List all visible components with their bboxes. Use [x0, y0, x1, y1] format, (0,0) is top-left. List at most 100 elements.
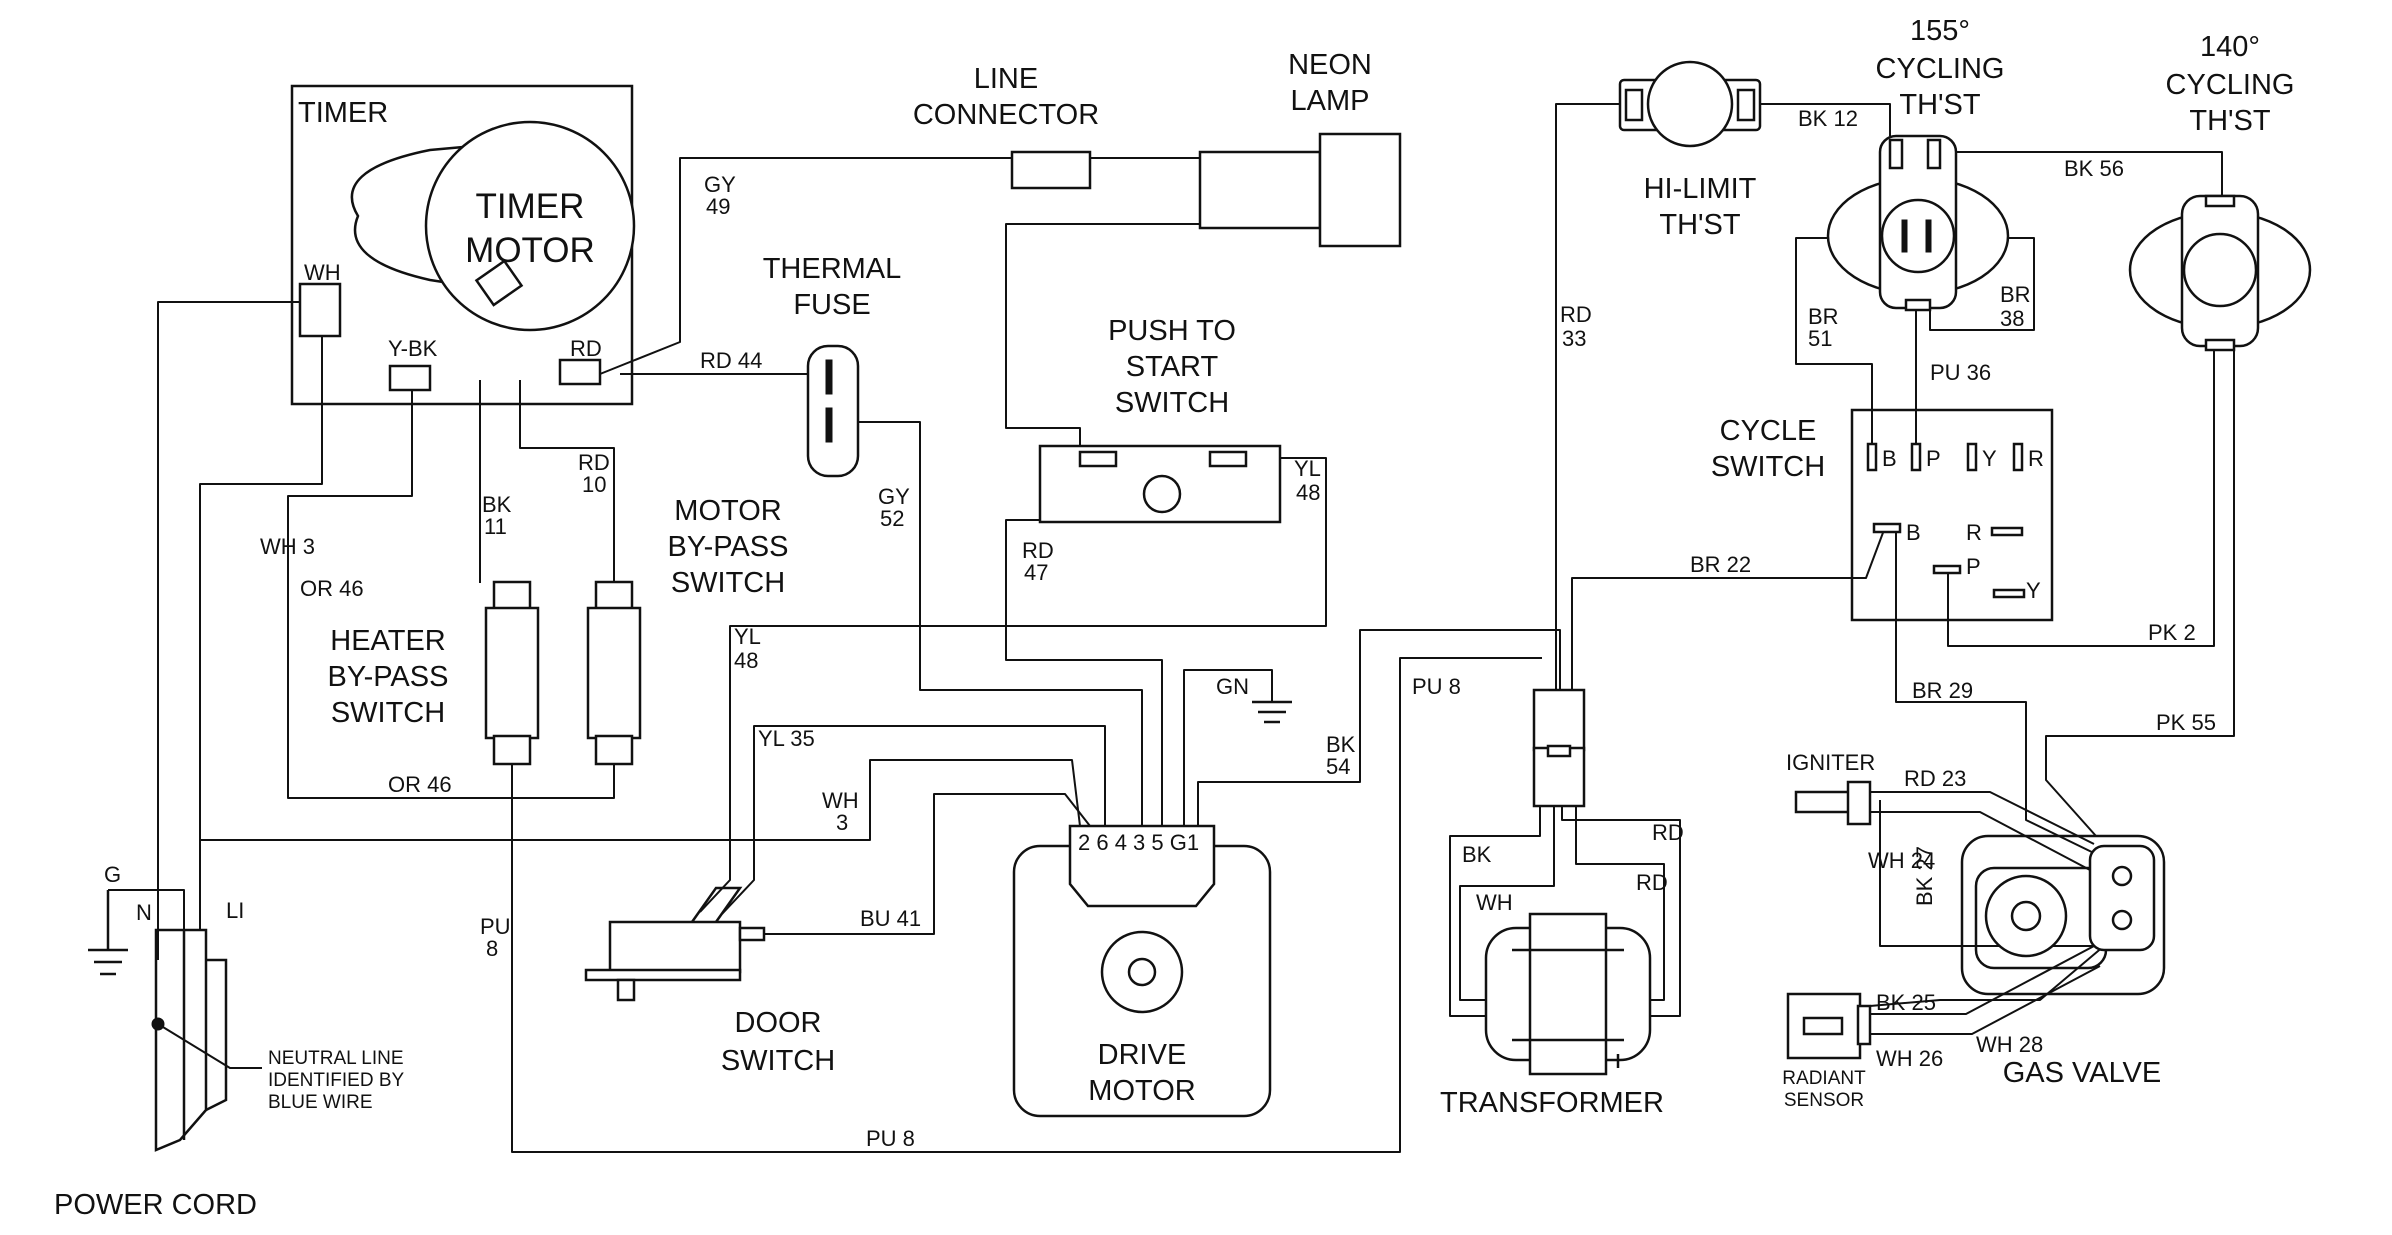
radiant-sensor-window	[1802, 1016, 1844, 1036]
cycle-switch-box	[1850, 408, 2054, 622]
label-gy52-1: GY	[878, 484, 910, 509]
wire-motor-2	[933, 793, 1091, 870]
th155-label-3: TH'ST	[1899, 89, 1981, 121]
push-to-start-label-2: START	[1126, 351, 1219, 383]
wire-or46-top	[287, 380, 615, 799]
label-tr-rd2: RD	[1636, 870, 1668, 895]
wire-rd23	[1866, 791, 2095, 845]
label-rd33-1: RD	[1560, 302, 1592, 327]
heater-bypass-body	[484, 606, 540, 740]
drive-motor-pins: 2 6 4 3 5 G1	[1078, 830, 1199, 855]
drive-motor-shaft-inner	[1127, 957, 1157, 987]
label-pu8-left-2: 8	[486, 936, 498, 961]
transformer-plug-bottom	[1532, 746, 1586, 808]
label-bk56: BK 56	[2064, 156, 2124, 181]
motor-bypass-body	[586, 606, 642, 740]
timer-motor-circle	[424, 120, 636, 332]
label-br38-1: BR	[2000, 282, 2031, 307]
heater-bypass-label-3: SWITCH	[331, 697, 445, 729]
heater-bypass-label-1: HEATER	[330, 625, 445, 657]
cs-contact-y	[1966, 442, 1978, 472]
hi-limit-label-1: HI-LIMIT	[1644, 173, 1757, 205]
heater-bypass-bottom	[492, 734, 532, 766]
door-switch: DOOR SWITCH	[584, 886, 835, 1077]
label-wh3b-2: 3	[836, 810, 848, 835]
power-cord-label: POWER CORD	[54, 1189, 257, 1221]
label-rd10-2: 10	[582, 472, 606, 497]
th155-prong-1	[1901, 219, 1908, 253]
thermal-fuse-contact-2	[825, 407, 833, 443]
gas-valve-terminal-block	[2088, 844, 2156, 952]
wire-rd47	[1005, 519, 1163, 840]
gas-valve-body	[1960, 834, 2166, 996]
neon-lamp-body	[1198, 150, 1322, 230]
label-wh26: WH 26	[1876, 1046, 1943, 1071]
timer-terminal-wh	[298, 282, 342, 338]
thermal-fuse-contact-1	[825, 359, 833, 395]
wire-neon-pts	[1005, 223, 1200, 458]
cs-contact-b2	[1872, 522, 1902, 534]
wire-tr-bk	[1449, 804, 1541, 1017]
wire-tr-wh	[1459, 804, 1555, 1001]
hi-limit-thermostat: HI-LIMIT TH'ST	[1618, 60, 1762, 241]
gas-valve-terminal-2	[2111, 909, 2133, 931]
hi-limit-terminal-2	[1736, 88, 1756, 122]
label-rd47-1: RD	[1022, 538, 1054, 563]
cs-top-y: Y	[1982, 446, 1997, 471]
ground-gn-label: GN	[1216, 674, 1249, 699]
label-br51-2: 51	[1808, 326, 1832, 351]
transformer-core	[1528, 912, 1608, 1076]
th140-disc	[2182, 232, 2258, 308]
heater-bypass-top	[492, 580, 532, 612]
wire-pk55	[2045, 350, 2235, 837]
gas-valve: GAS VALVE	[1960, 834, 2166, 1089]
cs-p: P	[1966, 554, 1981, 579]
wire-connector-neon	[1089, 157, 1201, 170]
gas-valve-label: GAS VALVE	[2003, 1057, 2162, 1089]
drive-motor-label-1: DRIVE	[1098, 1039, 1187, 1071]
cs-y: Y	[2026, 578, 2041, 603]
neon-lamp-cap	[1318, 132, 1402, 248]
transformer-label: TRANSFORMER	[1440, 1087, 1664, 1119]
timer: TIMER TIMER MOTOR WH Y-BK RD	[290, 84, 636, 406]
label-pk2: PK 2	[2148, 620, 2196, 645]
label-pu8-bottom: PU 8	[866, 1126, 915, 1151]
motor-bypass-label-1: MOTOR	[674, 495, 781, 527]
wire-timer-wh-li	[157, 301, 300, 960]
wire-wh3-long	[200, 759, 1081, 841]
wire-br22	[1571, 529, 1885, 690]
gas-valve-coil-center	[2010, 900, 2042, 932]
door-switch-plate	[584, 968, 742, 982]
neutral-note-3: BLUE WIRE	[268, 1092, 373, 1113]
label-pu8-right: PU 8	[1412, 674, 1461, 699]
transformer-plug-latch	[1546, 744, 1572, 758]
label-bk54-2: 54	[1326, 754, 1350, 779]
wire-br51	[1795, 237, 1873, 444]
radiant-sensor-label-2: SENSOR	[1784, 1090, 1864, 1111]
push-to-start-terminal-2	[1208, 450, 1248, 468]
th140-terminal-2	[2204, 338, 2236, 352]
heater-bypass-switch: HEATER BY-PASS SWITCH	[328, 580, 540, 766]
wire-wh26	[1860, 965, 2101, 1035]
wire-yl48	[699, 457, 1327, 913]
hi-limit-terminal-1	[1624, 88, 1644, 122]
cs-contact-r2	[1990, 526, 2024, 537]
timer-terminal-wh-label: WH	[304, 260, 341, 285]
cs-top-p: P	[1926, 446, 1941, 471]
line-connector-label-1: LINE	[974, 63, 1038, 95]
label-rd44: RD 44	[700, 348, 762, 373]
label-bu41: BU 41	[860, 906, 921, 931]
neon-lamp-label-1: NEON	[1288, 49, 1372, 81]
cycle-switch-label-1: CYCLE	[1720, 415, 1817, 447]
thermal-fuse-label-1: THERMAL	[763, 253, 902, 285]
cs-contact-p	[1910, 442, 1922, 472]
line-connector-label-2: CONNECTOR	[913, 99, 1099, 131]
th140-label-2: CYCLING	[2166, 69, 2295, 101]
th155-prong-2	[1925, 219, 1932, 253]
label-bk12: BK 12	[1798, 106, 1858, 131]
power-cord: G N LI NEUTRAL LINE IDENTIFIED BY BLUE W…	[54, 862, 405, 1221]
label-wh3b-1: WH	[822, 788, 859, 813]
th140-label-3: TH'ST	[2189, 105, 2271, 137]
line-connector: LINE CONNECTOR	[913, 63, 1099, 190]
